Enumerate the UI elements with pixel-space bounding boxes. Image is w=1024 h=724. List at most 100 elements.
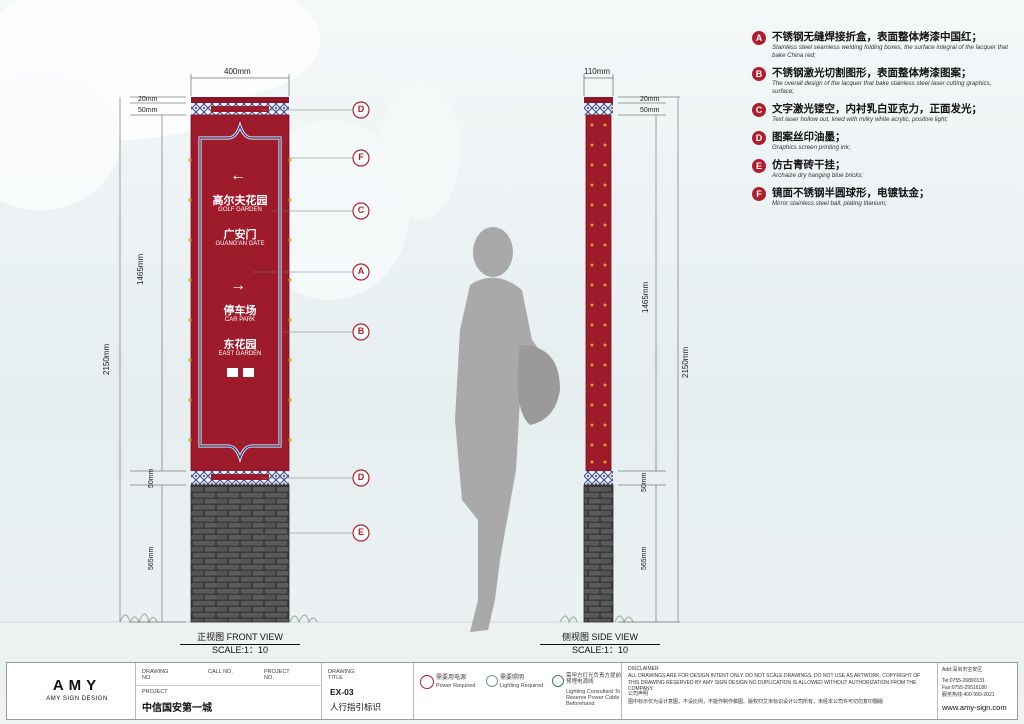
side-view-sign [583, 74, 614, 623]
sign-dest-golf-en: GOLF GARDEN [218, 207, 262, 213]
call-no-label: CALL NO. [208, 669, 233, 675]
legend-en: Mirror stainless steel ball, plating tit… [772, 200, 887, 207]
legend-zh: 图案丝印油墨； [772, 131, 846, 143]
disclaimer-en: ALL DRAWINGS ARE FOR DESIGN INTENT ONLY.… [628, 673, 921, 692]
legend-en: Text laser hollow out, lined with milky … [772, 116, 948, 123]
front-panel-dim: 1465mm [136, 253, 145, 285]
sign-dest-park-en: CAR PARK [224, 317, 256, 323]
legend-badge: F [752, 187, 766, 201]
side-view-scale: SCALE:1：10 [571, 645, 629, 655]
callout-circles [352, 101, 370, 542]
front-base-dim: 565mm [148, 546, 155, 570]
ground [0, 622, 1024, 662]
front-total-dim: 2150mm [102, 343, 111, 375]
side-total-dim: 2150mm [681, 346, 690, 378]
legend-item-f: F 镜面不锈钢半圆球形，电镀钛金； Mirror stainless steel… [752, 186, 1014, 208]
contact-cell: Add:深圳市宝安区 Tel:0755-26890131 Fax:0755-29… [937, 663, 1019, 719]
legend-en: Archaize dry hanging blue bricks; [772, 172, 864, 179]
sign-dest-gate-zh: 广安门 [223, 229, 257, 241]
callout-a: A [357, 266, 365, 276]
sign-arrow-right: → [230, 277, 246, 294]
side-base-dim: 565mm [641, 546, 648, 570]
website: www.amy-sign.com [942, 703, 1007, 712]
legend-en: Graphics screen printing ink; [772, 144, 851, 151]
lighting-en: Lighting Required [500, 683, 544, 689]
legend-en: Stainless steel seamless welding folding… [772, 44, 1008, 59]
sign-dest-gate-en: GUANG'AN GATE [215, 241, 265, 247]
elevation-drawing [0, 0, 1024, 662]
side-titanium-balls [590, 123, 607, 464]
legend-zh: 不锈钢激光切割图形，表面整体烤漆图案； [772, 67, 972, 79]
materials-legend: A 不锈钢无缝焊接折盒，表面整体烤漆中国红； Stainless steel s… [752, 30, 1014, 214]
project-no-label: PROJECT NO. [264, 669, 290, 681]
company-logo: AMY AMY SIGN DESIGN [35, 677, 119, 702]
legend-item-e: E 仿古青砖干挂； Archaize dry hanging blue bric… [752, 158, 1014, 180]
front-band2-dim: 50mm [148, 468, 155, 488]
front-view-sign [188, 74, 292, 623]
disclaimer-zh: 图中标示仅为设计意图，不设比例，不能作制作稿图。版权归艾米标识设计公司所有，未经… [628, 699, 884, 705]
legend-zh: 仿古青砖干挂； [772, 159, 846, 171]
fax: Fax:0755-29516180 [942, 685, 987, 691]
drawing-code: EX-03 [330, 687, 354, 697]
drawing-title: 人行指引标识 [330, 702, 382, 712]
callout-f: F [358, 152, 364, 162]
legend-item-d: D 图案丝印油墨； Graphics screen printing ink; [752, 130, 1014, 152]
front-cap-dim: 20mm [138, 96, 158, 103]
sign-dest-park-zh: 停车场 [223, 305, 257, 317]
callout-leaders [252, 109, 352, 534]
front-view-label: 正视图 FRONT VIEW [180, 632, 300, 645]
callout-d-bottom: D [357, 472, 365, 482]
legend-zh: 不锈钢无缝焊接折盒，表面整体烤漆中国红； [772, 31, 982, 43]
side-view-title: 侧视图 SIDE VIEW SCALE:1：10 [540, 632, 660, 656]
sign-dest-golf-zh: 高尔夫花园 [212, 195, 268, 207]
side-width-dim: 110mm [584, 67, 611, 76]
side-view-label: 侧视图 SIDE VIEW [540, 632, 660, 645]
front-width-dim: 400mm [224, 67, 251, 76]
logo-mark: AMY [52, 677, 102, 694]
side-panel-dim: 1465mm [641, 281, 650, 313]
tree-decoration [0, 0, 460, 300]
person-silhouette [455, 227, 560, 632]
front-band-dim: 50mm [138, 107, 158, 114]
side-band-dim: 50mm [640, 107, 660, 114]
sign-dest-east-zh: 东花园 [223, 339, 257, 351]
legend-zh: 文字激光镂空，内衬乳白亚克力，正面发光； [772, 103, 982, 115]
legend-badge: E [752, 159, 766, 173]
side-cap-dim: 20mm [640, 96, 660, 103]
project-name: 中信国安第一城 [142, 703, 212, 714]
sign-dest-east-en: EAST GARDEN [218, 351, 262, 357]
disclaimer-label: DISCLAIMER [628, 666, 659, 672]
power-zh: 需要用电源 [436, 675, 467, 681]
car-pictogram [227, 368, 238, 377]
legend-zh: 镜面不锈钢半圆球形，电镀钛金； [772, 187, 930, 199]
project-cell: DRAWING NO. CALL NO. PROJECT NO. PROJECT… [135, 663, 321, 719]
requirements-cell: 需要用电源 Power Required 需要照明 Lighting Requi… [413, 663, 621, 719]
cable-en: Lighting Consultant To Reserve Power Cab… [566, 689, 621, 707]
power-icon [420, 675, 434, 689]
callout-b: B [357, 326, 365, 336]
telephone: Tel:0755-26890131 [942, 678, 985, 684]
lighting-zh: 需要照明 [500, 675, 525, 681]
legend-en: The overall design of the lacquer that b… [772, 80, 992, 95]
logo-company-name: AMY SIGN DESIGN [46, 696, 108, 702]
disclaimer-cell: DISCLAIMER ALL DRAWINGS ARE FOR DESIGN I… [621, 663, 937, 719]
legend-badge: D [752, 131, 766, 145]
title-block: AMY AMY SIGN DESIGN DRAWING NO. CALL NO.… [6, 662, 1018, 720]
legend-item-c: C 文字激光镂空，内衬乳白亚克力，正面发光； Text laser hollow… [752, 102, 1014, 124]
front-view-title: 正视图 FRONT VIEW SCALE:1：10 [180, 632, 300, 656]
callout-c: C [357, 205, 365, 215]
disclaimer-zh-label: 公司声明 [628, 691, 649, 697]
lighting-icon [486, 675, 498, 687]
hotline: 服务热线:400-999-2021 [942, 692, 995, 698]
legend-item-a: A 不锈钢无缝焊接折盒，表面整体烤漆中国红； Stainless steel s… [752, 30, 1014, 60]
side-dimensions [618, 96, 680, 623]
drawing-title-cell: DRAWING TITLE EX-03 人行指引标识 [321, 663, 413, 719]
legend-item-b: B 不锈钢激光切割图形，表面整体烤漆图案； The overall design… [752, 66, 1014, 96]
callout-e: E [357, 527, 364, 537]
address: Add:深圳市宝安区 [942, 667, 983, 673]
power-en: Power Required [436, 683, 476, 689]
side-band2-dim: 50mm [641, 472, 648, 492]
toilet-pictogram [243, 368, 254, 377]
callout-d-top: D [357, 104, 365, 114]
